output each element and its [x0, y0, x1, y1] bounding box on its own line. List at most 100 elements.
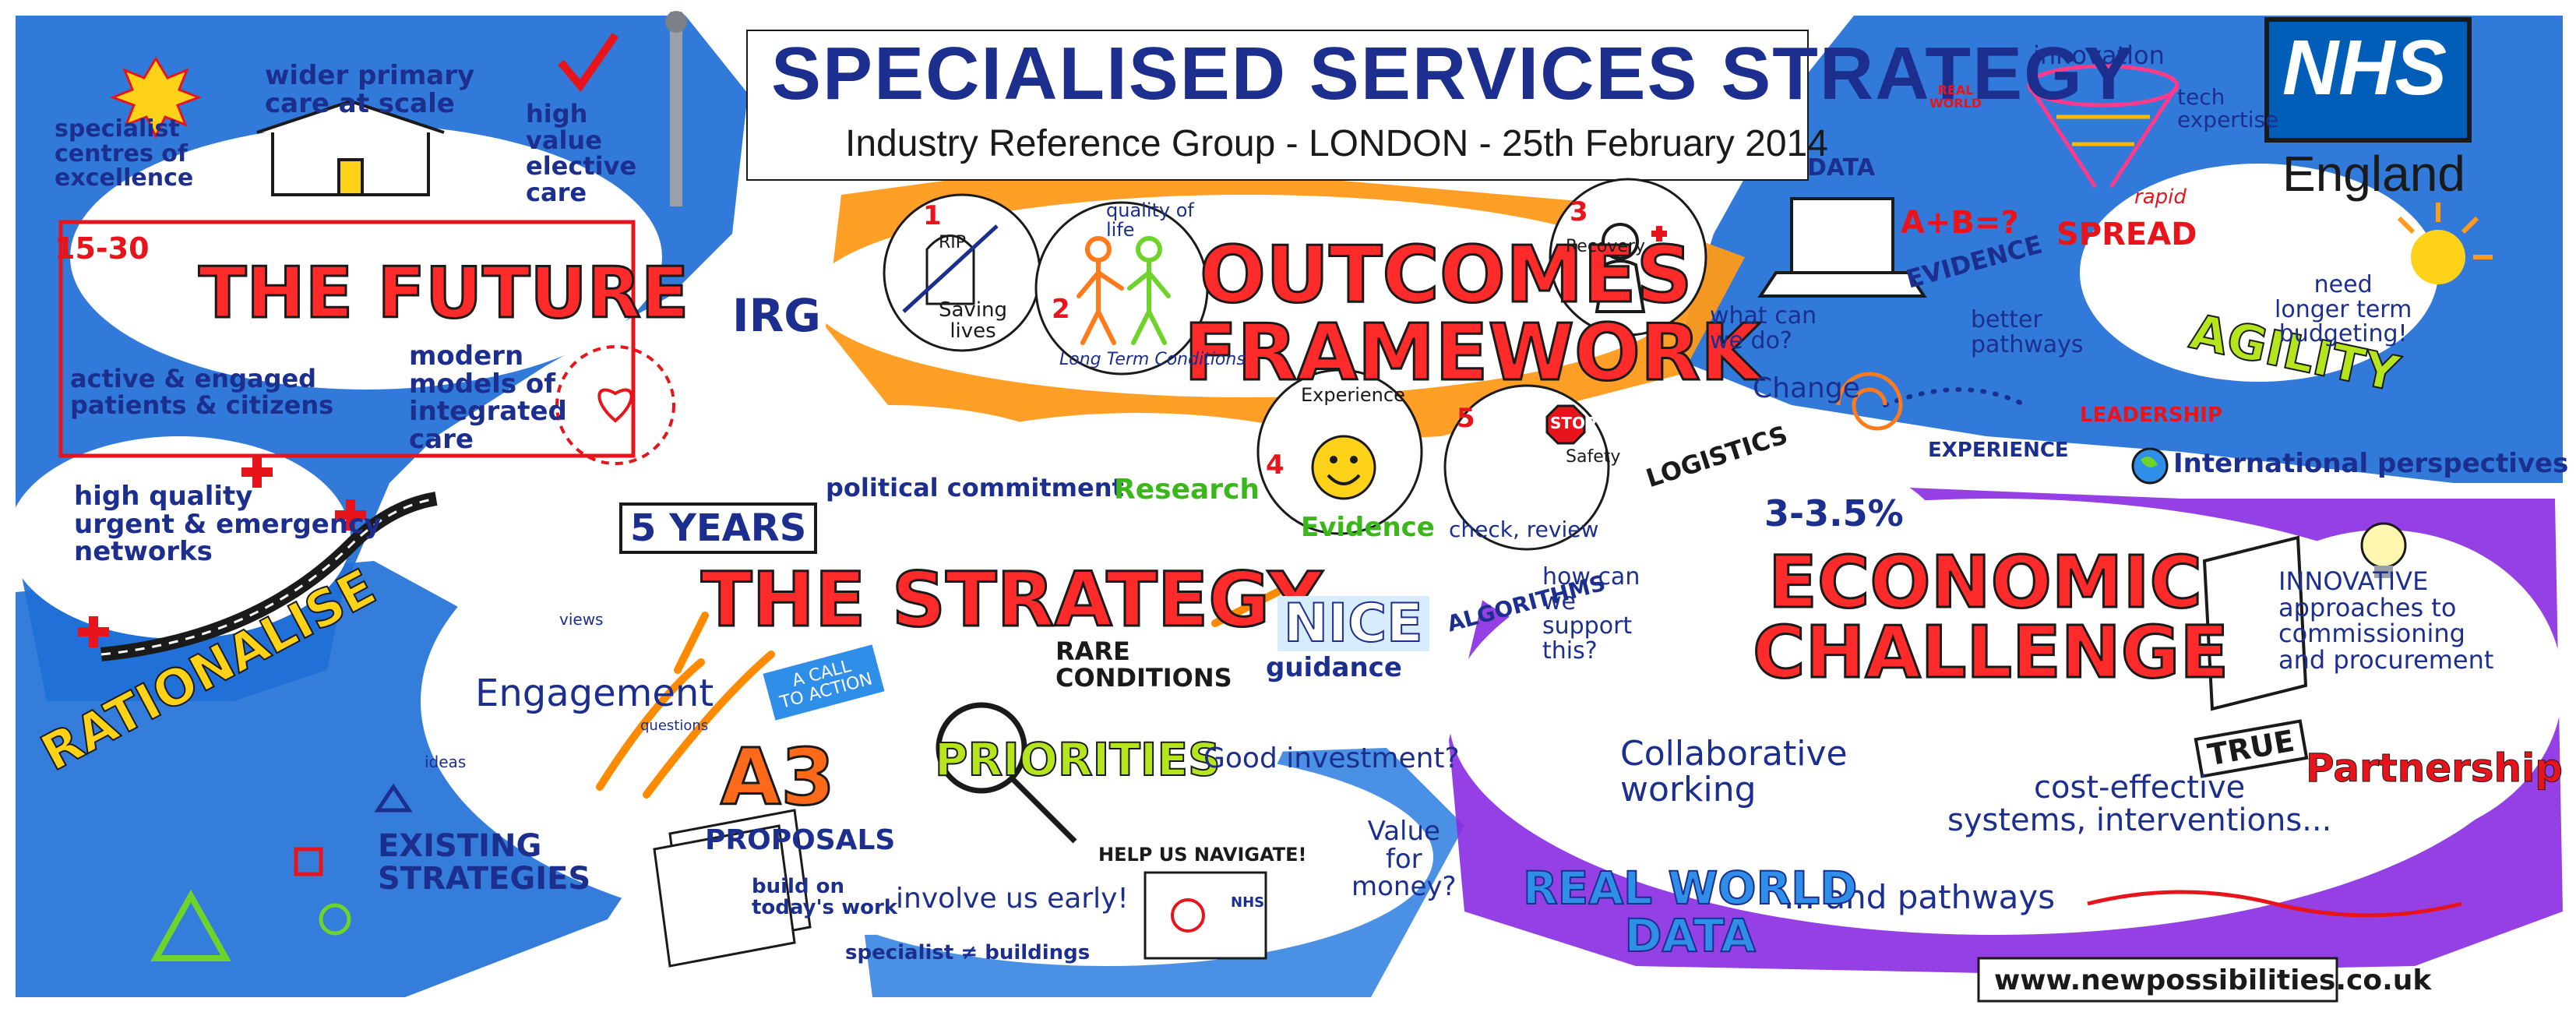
collaborative-working-text: Collaborative working — [1620, 734, 1848, 810]
a3-label: A3 — [720, 732, 837, 823]
spread-label: SPREAD — [2056, 217, 2197, 252]
stop-sign-text: STOP — [1550, 414, 1597, 432]
website-link[interactable]: www.newpossibilities.co.uk — [1994, 964, 2432, 996]
priorities-label: PRIORITIES — [934, 733, 1221, 786]
funnel-icon — [2027, 64, 2180, 189]
smiley-icon — [1311, 435, 1376, 500]
real-world-badge: REAL WORLD — [1929, 83, 1982, 111]
rare-conditions-text: RARE CONDITIONS — [1055, 636, 1232, 693]
checkmark-icon — [558, 33, 619, 93]
sun-icon — [2397, 203, 2493, 284]
magnifier-icon — [936, 702, 1077, 844]
outcome-1-label: Saving lives — [939, 298, 1008, 344]
papers-icon — [653, 809, 812, 968]
political-commitment-text: political commitment — [826, 473, 1124, 502]
future-title: THE FUTURE — [197, 252, 689, 334]
value-for-money-text: Value for money? — [1351, 816, 1457, 903]
economic-title-line1: ECONOMIC — [1767, 541, 2203, 624]
urgent-emergency-text: high quality urgent & emergency networks — [74, 481, 382, 568]
strategy-arrows — [596, 588, 1281, 799]
shape-icons — [150, 783, 413, 961]
outcome-4-num: 4 — [1266, 450, 1284, 481]
red-crosses-icon — [78, 457, 366, 647]
help-navigate-text: HELP US NAVIGATE! — [1098, 844, 1307, 866]
engagement-title: Engagement — [475, 672, 714, 715]
dotted-route — [1883, 387, 2028, 407]
cost-effective-text: cost-effective systems, interventions... — [1947, 770, 2332, 838]
real-world-data-label: REAL WORLD DATA — [1522, 862, 1858, 962]
research-label: Research — [1114, 474, 1260, 506]
tech-expertise-label: tech expertise — [2177, 84, 2279, 133]
book-icon — [2202, 535, 2308, 711]
international-perspectives-text: International perspectives — [2173, 448, 2569, 479]
wider-primary-care-text: wider primary care at scale — [265, 60, 475, 119]
outcome-5-num: 5 — [1457, 403, 1475, 434]
specialist-buildings-text: specialist ≠ buildings — [845, 941, 1091, 964]
build-on-text: build on today's work — [752, 875, 898, 920]
outcomes-title-line1: OUTCOMES — [1199, 229, 1694, 320]
people-icon — [1077, 236, 1171, 345]
evidence-arrow-label: Evidence — [1301, 512, 1435, 543]
five-years-badge: 5 YEARS — [619, 502, 818, 555]
engagement-ideas: ideas — [425, 753, 467, 771]
spiral-icon — [1836, 372, 1903, 431]
gravestone-icon — [902, 224, 999, 313]
outcome-4-label: Experience — [1301, 384, 1405, 406]
longer-term-budgeting-text: need longer term budgeting! — [2275, 271, 2412, 347]
strategy-title: THE STRATEGY — [700, 556, 1323, 644]
and-pathways-text: ... and pathways — [1784, 878, 2056, 916]
percent-label: 3-3.5% — [1764, 492, 1904, 534]
what-can-we-do-text: what can we do? — [1710, 302, 1817, 354]
good-investment-text: Good investment? — [1203, 742, 1460, 774]
engagement-views: views — [559, 610, 604, 629]
outcome-2-label: quality of life — [1106, 199, 1194, 242]
outcome-2-num: 2 — [1052, 294, 1070, 325]
existing-strategies-text: EXISTING STRATEGIES — [378, 828, 591, 897]
partnership-label: Partnership — [2305, 746, 2564, 791]
outcome-3-label: Recovery — [1566, 237, 1646, 256]
rapid-label: rapid — [2134, 185, 2187, 209]
map-sign-icon — [1144, 871, 1267, 960]
innovation-label: innovation — [2033, 41, 2165, 70]
ab-equation: A+B=? — [1901, 205, 2019, 241]
wave-line — [2087, 890, 2462, 918]
laptop-icon — [1757, 197, 1927, 298]
experience-label: EXPERIENCE — [1928, 439, 2069, 462]
economic-title-line2: CHALLENGE — [1751, 611, 2229, 694]
check-review-text: check, review — [1449, 517, 1599, 542]
specialist-centres-text: specialist centres of excellence — [55, 115, 194, 192]
proposals-label: PROPOSALS — [705, 824, 896, 856]
data-label: DATA — [1807, 154, 1876, 182]
nice-guidance: guidance — [1266, 652, 1402, 683]
outcome-1-num: 1 — [923, 200, 942, 231]
outcome-2-sub: Long Term Conditions — [1059, 350, 1246, 369]
future-frame — [58, 220, 636, 458]
lightbulb-icon — [2360, 522, 2407, 578]
nice-title: NICE — [1277, 595, 1429, 652]
how-support-text: how can we support this? — [1542, 563, 1640, 665]
nhs-england-label: England — [2282, 146, 2465, 202]
nhs-logo-box — [2264, 17, 2472, 143]
involve-early-text: involve us early! — [896, 883, 1129, 915]
irg-label: IRG — [732, 289, 821, 342]
website-box — [1977, 957, 2338, 1003]
network-icon — [555, 345, 675, 465]
elective-care-text: high value elective care — [526, 99, 637, 207]
nhs-logo: NHS — [2282, 24, 2447, 111]
starburst-icon — [109, 56, 203, 139]
innovative-approaches-text: INNOVATIVE approaches to commissioning a… — [2278, 566, 2494, 675]
engagement-questions: questions — [640, 718, 709, 734]
page-title: SPECIALISED SERVICES STRATEGY — [771, 32, 2135, 115]
outcome-3-num: 3 — [1570, 196, 1588, 227]
stop-sign-icon — [1545, 404, 1586, 445]
outcome-5-label: Safety — [1566, 447, 1621, 467]
globe-icon — [2131, 447, 2169, 485]
white-clouds — [8, 125, 2563, 966]
header-panel — [748, 31, 1807, 179]
outcomes-title-line2: FRAMEWORK — [1182, 307, 1761, 398]
future-range-badge: 15-30 — [55, 231, 150, 266]
patients-citizens-text: active & engaged patients & citizens — [70, 364, 334, 420]
leadership-label: LEADERSHIP — [2080, 404, 2223, 427]
integrated-care-text: modern models of integrated care — [409, 340, 567, 456]
